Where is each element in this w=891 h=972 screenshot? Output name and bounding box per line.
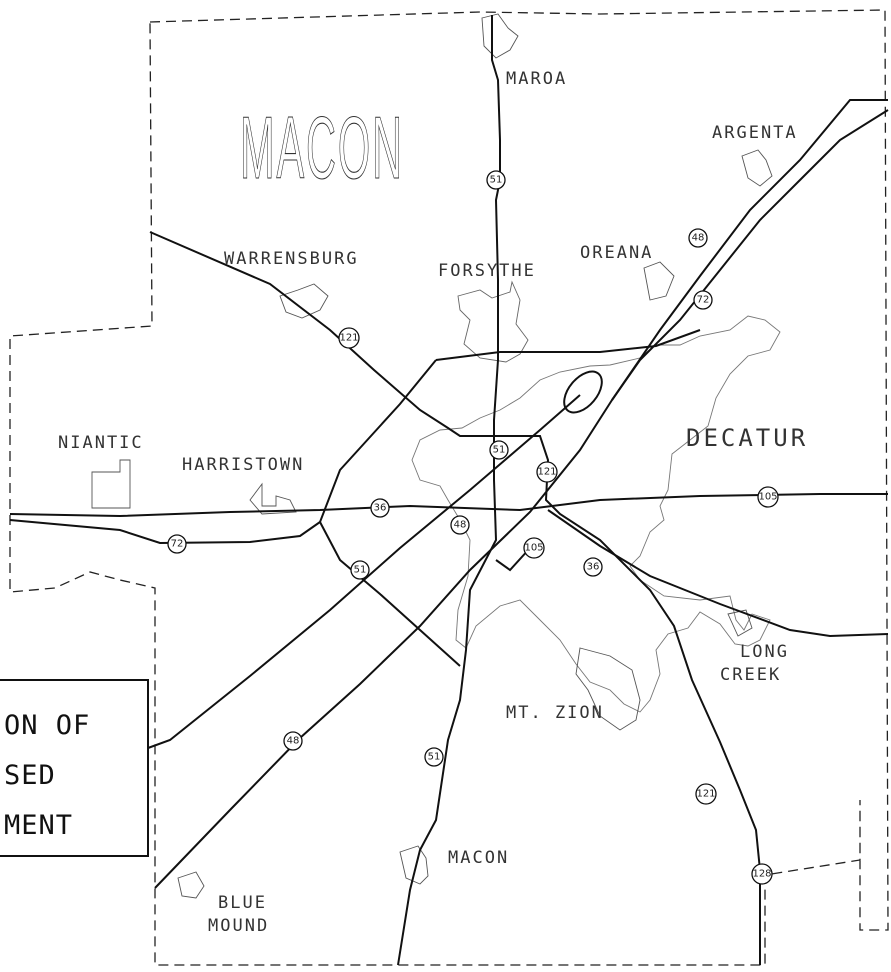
svg-text:36: 36 [374, 503, 387, 514]
ring-road [435, 329, 701, 361]
road-121 [149, 231, 761, 965]
argenta-outline [741, 149, 773, 187]
svg-text:105: 105 [758, 492, 777, 503]
label-mt-zion: MT. ZION [506, 703, 604, 723]
shield-48: 48 [283, 731, 303, 751]
shield-51: 51 [489, 440, 509, 460]
shield-36: 36 [370, 498, 390, 518]
svg-text:128: 128 [752, 869, 771, 880]
road-72-sw [9, 519, 321, 545]
svg-text:51: 51 [354, 565, 367, 576]
mtzion-outline [575, 647, 641, 731]
label-decatur: DECATUR [686, 424, 808, 452]
svg-text:51: 51 [428, 752, 441, 763]
warrensburg-outline [279, 283, 329, 319]
road-36-105 [9, 493, 888, 518]
road-us51 [397, 15, 501, 966]
callout-line-3: MENT [4, 810, 73, 841]
roads [9, 15, 889, 966]
shield-121: 121 [536, 461, 558, 483]
macon-town-outline [399, 845, 429, 885]
svg-text:51: 51 [493, 445, 506, 456]
shield-51: 51 [424, 747, 444, 767]
shield-72: 72 [693, 290, 713, 310]
road-48-72-northeast [154, 99, 888, 889]
svg-text:121: 121 [339, 333, 358, 344]
forsythe-outline [457, 280, 529, 363]
road-105-south [495, 547, 531, 572]
callout-leader [147, 394, 581, 749]
label-long: LONG [740, 642, 789, 662]
svg-text:48: 48 [692, 233, 705, 244]
callout-box: ON OF SED MENT [0, 679, 149, 857]
label-mound: MOUND [208, 916, 269, 936]
oreana-outline [643, 261, 675, 301]
interchange-circle [563, 370, 603, 414]
harristown-outline [249, 482, 297, 515]
shield-48: 48 [450, 515, 470, 535]
label-harristown: HARRISTOWN [182, 455, 304, 475]
shield-72: 72 [167, 534, 187, 554]
bluemound-outline [177, 871, 205, 899]
label-creek: CREEK [720, 665, 781, 685]
label-maroa: MAROA [506, 69, 567, 89]
shield-36: 36 [583, 557, 603, 577]
maroa-outline [481, 13, 519, 59]
ring-road-west [318, 359, 461, 667]
decatur-outline [411, 315, 781, 713]
label-warrensburg: WARRENSBURG [224, 249, 359, 269]
shield-121: 121 [338, 327, 360, 349]
svg-text:48: 48 [287, 736, 300, 747]
shield-105: 105 [757, 486, 779, 508]
callout-line-1: ON OF [4, 710, 90, 741]
label-forsythe: FORSYTHE [438, 261, 536, 281]
svg-text:72: 72 [697, 295, 710, 306]
shield-51: 51 [486, 170, 506, 190]
svg-text:121: 121 [537, 467, 556, 478]
svg-text:48: 48 [454, 520, 467, 531]
shield-48: 48 [688, 228, 708, 248]
route-shields: 51 51 51 51 48 48 48 72 72 121 121 121 3… [167, 170, 779, 885]
svg-text:121: 121 [696, 789, 715, 800]
label-oreana: OREANA [580, 243, 653, 263]
svg-text:72: 72 [171, 539, 184, 550]
shield-128: 128 [751, 863, 773, 885]
svg-text:105: 105 [524, 543, 543, 554]
shield-121: 121 [695, 783, 717, 805]
label-argenta: ARGENTA [712, 123, 798, 143]
callout-line-2: SED [4, 760, 56, 791]
niantic-outline [91, 459, 131, 509]
road-105-se [547, 509, 889, 638]
label-macon-town: MACON [448, 848, 509, 868]
road-72-diagonal [611, 109, 889, 401]
label-blue: BLUE [218, 893, 267, 913]
shield-105: 105 [523, 537, 545, 559]
svg-text:36: 36 [587, 562, 600, 573]
svg-text:51: 51 [490, 175, 503, 186]
shield-51: 51 [350, 560, 370, 580]
label-niantic: NIANTIC [58, 433, 144, 453]
county-title: MACON [240, 98, 404, 197]
